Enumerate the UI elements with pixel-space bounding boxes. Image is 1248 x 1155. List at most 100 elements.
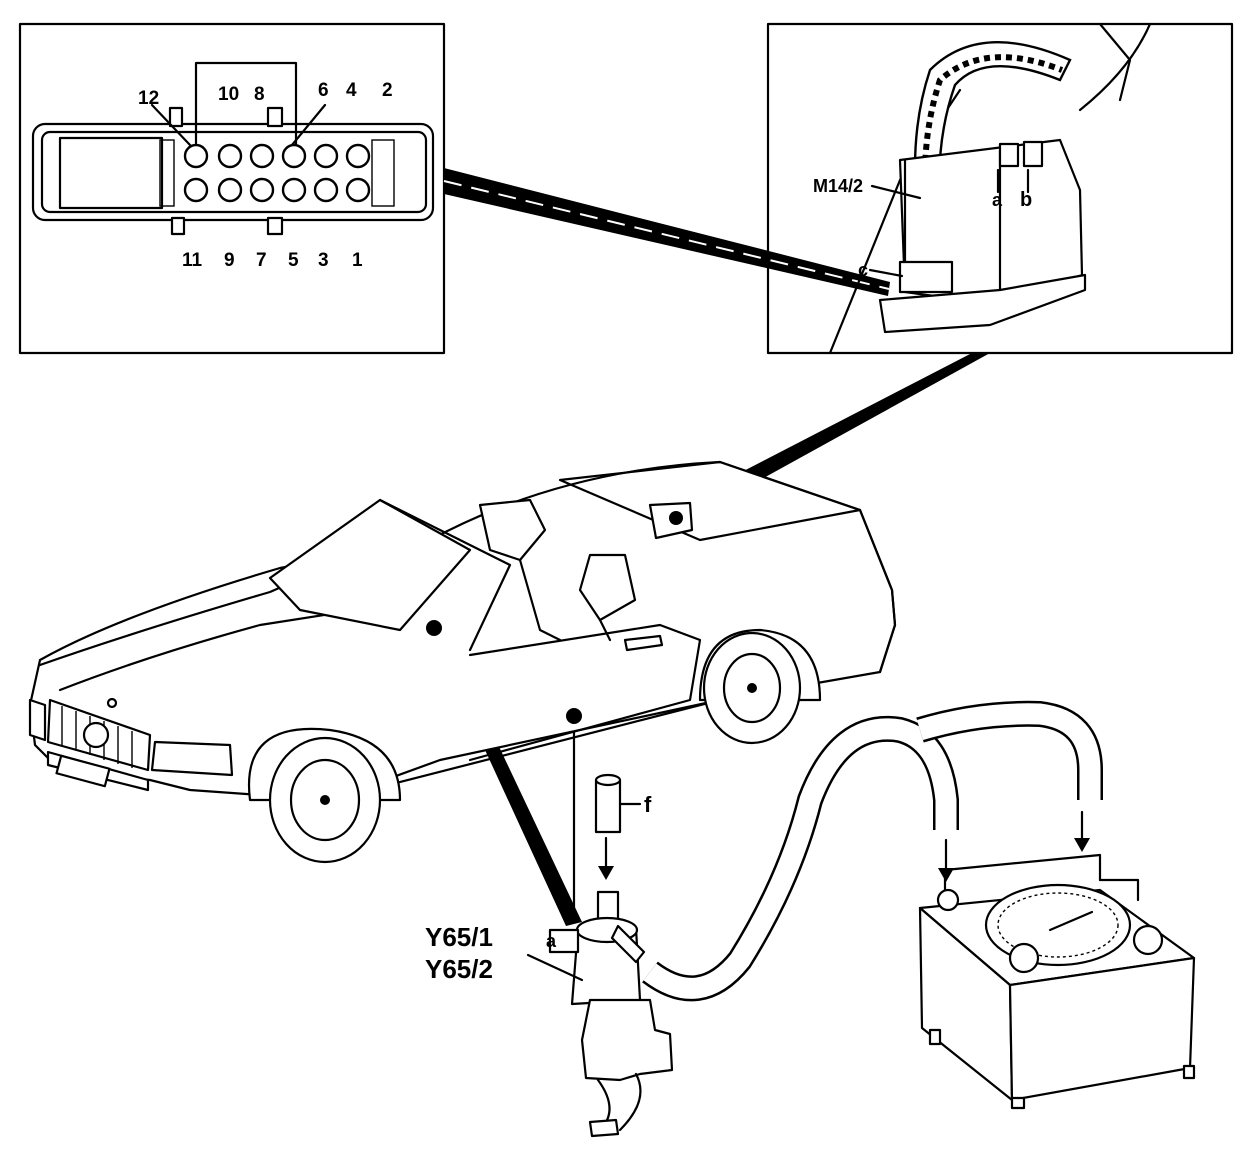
pin-hole-6 bbox=[281, 143, 307, 169]
cap-label-f: f bbox=[644, 792, 652, 817]
module-label-pointer bbox=[870, 184, 922, 200]
pin-hole-11 bbox=[183, 177, 209, 203]
tester-foot bbox=[928, 1028, 942, 1046]
connector-housing-outer bbox=[31, 122, 435, 222]
tester-gauge-needle bbox=[1048, 910, 1094, 932]
connector-top-bracket bbox=[194, 61, 298, 150]
module-detail-panel: M14/2 a b c bbox=[766, 22, 1234, 355]
car-licence-plate bbox=[55, 754, 111, 788]
car-front-hub-center bbox=[320, 795, 330, 805]
pin-hole-7 bbox=[249, 177, 275, 203]
car-door-handle bbox=[623, 634, 664, 652]
module-plug-a bbox=[998, 142, 1020, 168]
tester-foot bbox=[1010, 1096, 1026, 1110]
module-plug-c bbox=[898, 260, 954, 294]
car-seat-driver bbox=[478, 498, 547, 562]
car-hood-crease bbox=[58, 598, 422, 692]
pin-hole-5 bbox=[281, 177, 307, 203]
plug-label-a: a bbox=[992, 190, 1003, 210]
tester-port-left bbox=[936, 888, 960, 912]
pin-hole-9 bbox=[217, 177, 243, 203]
module-label: M14/2 bbox=[813, 176, 863, 196]
vacuum-line-location-marker bbox=[566, 708, 582, 724]
connector-tab bbox=[266, 216, 284, 236]
connector-tab bbox=[170, 216, 186, 236]
pin-hole-2 bbox=[345, 143, 371, 169]
connector-tab bbox=[266, 106, 284, 128]
valve-location-marker bbox=[426, 620, 442, 636]
pin-12-pointer bbox=[150, 103, 192, 147]
hose-arrow-head-2 bbox=[1074, 838, 1090, 852]
connector-leader-highlight bbox=[443, 180, 890, 290]
module-plug-b bbox=[1022, 140, 1044, 168]
tester-foot bbox=[1182, 1064, 1196, 1080]
connector-leader-band bbox=[444, 168, 890, 296]
vacuum-tester bbox=[918, 853, 1196, 1110]
valve-connector bbox=[580, 998, 674, 1082]
car-headlight bbox=[150, 740, 234, 777]
tester-handle bbox=[943, 853, 1102, 902]
valve-y65: a Y65/1 Y65/2 bbox=[425, 890, 674, 1138]
plug-c-pointer bbox=[868, 268, 904, 278]
car-rear-hub-center bbox=[747, 683, 757, 693]
roof-module-marker bbox=[669, 511, 683, 525]
tester-gauge bbox=[984, 883, 1132, 967]
plug-label-b: b bbox=[1020, 189, 1032, 211]
pin-6-pointer bbox=[290, 103, 327, 147]
pin-label-11: 11 bbox=[182, 250, 203, 271]
tester-hose-inner bbox=[916, 703, 1101, 800]
car-windshield-frame bbox=[378, 498, 512, 652]
module-base-plate bbox=[878, 273, 1087, 334]
connector-detail-panel: 12 10 8 6 4 2 11 9 7 5 3 1 bbox=[18, 22, 446, 355]
pin-label-6: 6 bbox=[318, 80, 329, 101]
car-headlight-left bbox=[28, 698, 47, 742]
car-seat-passenger bbox=[578, 553, 637, 622]
pin-label-3: 3 bbox=[318, 250, 329, 271]
pin-label-8: 8 bbox=[254, 84, 265, 105]
pin-label-7: 7 bbox=[256, 250, 267, 271]
pin-hole-12 bbox=[183, 143, 209, 169]
pin-hole-1 bbox=[345, 177, 371, 203]
pin-label-2: 2 bbox=[382, 80, 393, 101]
car-hood-line bbox=[38, 568, 322, 667]
valve-mount-a bbox=[548, 928, 580, 954]
valve-wire-end bbox=[588, 1118, 620, 1138]
pin-label-10: 10 bbox=[218, 84, 239, 105]
pin-hole-3 bbox=[313, 177, 339, 203]
car-hood-ornament bbox=[106, 697, 118, 709]
tester-handle-right bbox=[1098, 878, 1140, 902]
valve-side-port bbox=[610, 924, 646, 964]
plug-label-c: c bbox=[858, 260, 868, 280]
pin-label-12: 12 bbox=[138, 88, 159, 109]
module-panel-frame bbox=[766, 22, 1234, 355]
valve-label-a: a bbox=[546, 931, 557, 951]
pin-label-9: 9 bbox=[224, 250, 235, 271]
car-seat-frames bbox=[518, 558, 612, 642]
cap-f: f bbox=[594, 773, 652, 880]
pin-hole-10 bbox=[217, 143, 243, 169]
valve-label-pointer bbox=[526, 953, 584, 982]
pin-label-4: 4 bbox=[346, 80, 357, 101]
connector-tab bbox=[168, 106, 184, 128]
connector-side-rib bbox=[159, 139, 175, 207]
connector-housing-inner bbox=[40, 130, 428, 214]
cap-body bbox=[594, 778, 622, 834]
cap-top bbox=[594, 773, 622, 787]
car-illustration bbox=[28, 460, 897, 864]
connector-pin-holes bbox=[183, 143, 371, 203]
tester-valve-knob bbox=[1008, 942, 1040, 974]
valve-label-y65-1: Y65/1 bbox=[425, 922, 493, 952]
valve-label-y65-2: Y65/2 bbox=[425, 954, 493, 984]
cap-arrow-head bbox=[598, 866, 614, 880]
car-emblem bbox=[82, 721, 110, 749]
module-backdrop-line bbox=[1078, 22, 1152, 112]
connector-side-rib bbox=[371, 139, 395, 207]
car-rear bbox=[858, 508, 897, 674]
pin-label-1: 1 bbox=[352, 250, 363, 271]
tester-valve-knob-right bbox=[1132, 924, 1164, 956]
car-windshield bbox=[268, 498, 472, 632]
vacuum-hose-inner bbox=[643, 718, 957, 999]
tester-gauge-scale bbox=[997, 892, 1119, 958]
